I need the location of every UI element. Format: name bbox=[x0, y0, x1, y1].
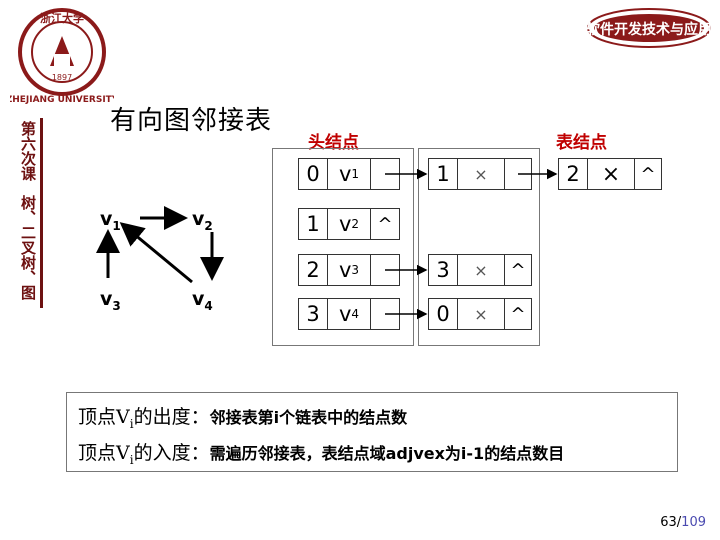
head-nil-1: ^ bbox=[370, 208, 400, 240]
graph-node-v1: v1 bbox=[100, 208, 121, 233]
table-nil-3: ^ bbox=[504, 298, 532, 330]
sidebar-topic: 树、二叉树、图 bbox=[19, 194, 37, 300]
university-logo: 浙江大学 1897 ZHEJIANG UNIVERSITY bbox=[6, 6, 119, 106]
table-node-header: 表结点 bbox=[556, 133, 607, 153]
table-info-3: × bbox=[457, 298, 505, 330]
banner-text: 软件开发技术与应用 bbox=[586, 21, 712, 38]
table-adj-3: 0 bbox=[428, 298, 458, 330]
logo-name: ZHEJIANG UNIVERSITY bbox=[10, 95, 114, 105]
sidebar-lesson: 第六次课 bbox=[19, 121, 37, 181]
head-index-1: 1 bbox=[298, 208, 328, 240]
course-banner: 软件开发技术与应用 bbox=[586, 6, 712, 50]
table-info-0b: × bbox=[587, 158, 635, 190]
sidebar bbox=[2, 118, 43, 308]
logo-year: 1897 bbox=[52, 73, 72, 82]
page-number: 63/109 bbox=[660, 515, 706, 530]
out-degree-text: 顶点Vi的出度：邻接表第i个链表中的结点数 bbox=[78, 406, 408, 431]
directed-graph bbox=[96, 206, 224, 284]
head-index-2: 2 bbox=[298, 254, 328, 286]
page-title: 有向图邻接表 bbox=[110, 106, 273, 136]
graph-node-v4: v4 bbox=[192, 288, 213, 313]
table-adj-2: 3 bbox=[428, 254, 458, 286]
table-adj-0b: 2 bbox=[558, 158, 588, 190]
graph-node-v2: v2 bbox=[192, 208, 213, 233]
edge-v4-v1 bbox=[119, 222, 193, 284]
info-frame bbox=[66, 392, 678, 472]
table-nil-0b: ^ bbox=[634, 158, 662, 190]
head-index-0: 0 bbox=[298, 158, 328, 190]
table-adj-0a: 1 bbox=[428, 158, 458, 190]
in-degree-text: 顶点Vi的入度：需遍历邻接表，表结点域adjvex为i-1的结点数目 bbox=[78, 442, 565, 467]
table-info-2: × bbox=[457, 254, 505, 286]
logo-seal-text: 浙江大学 bbox=[40, 11, 84, 25]
table-nil-2: ^ bbox=[504, 254, 532, 286]
head-node-frame bbox=[272, 148, 414, 346]
table-node-frame bbox=[418, 148, 540, 346]
graph-node-v3: v3 bbox=[100, 288, 121, 313]
